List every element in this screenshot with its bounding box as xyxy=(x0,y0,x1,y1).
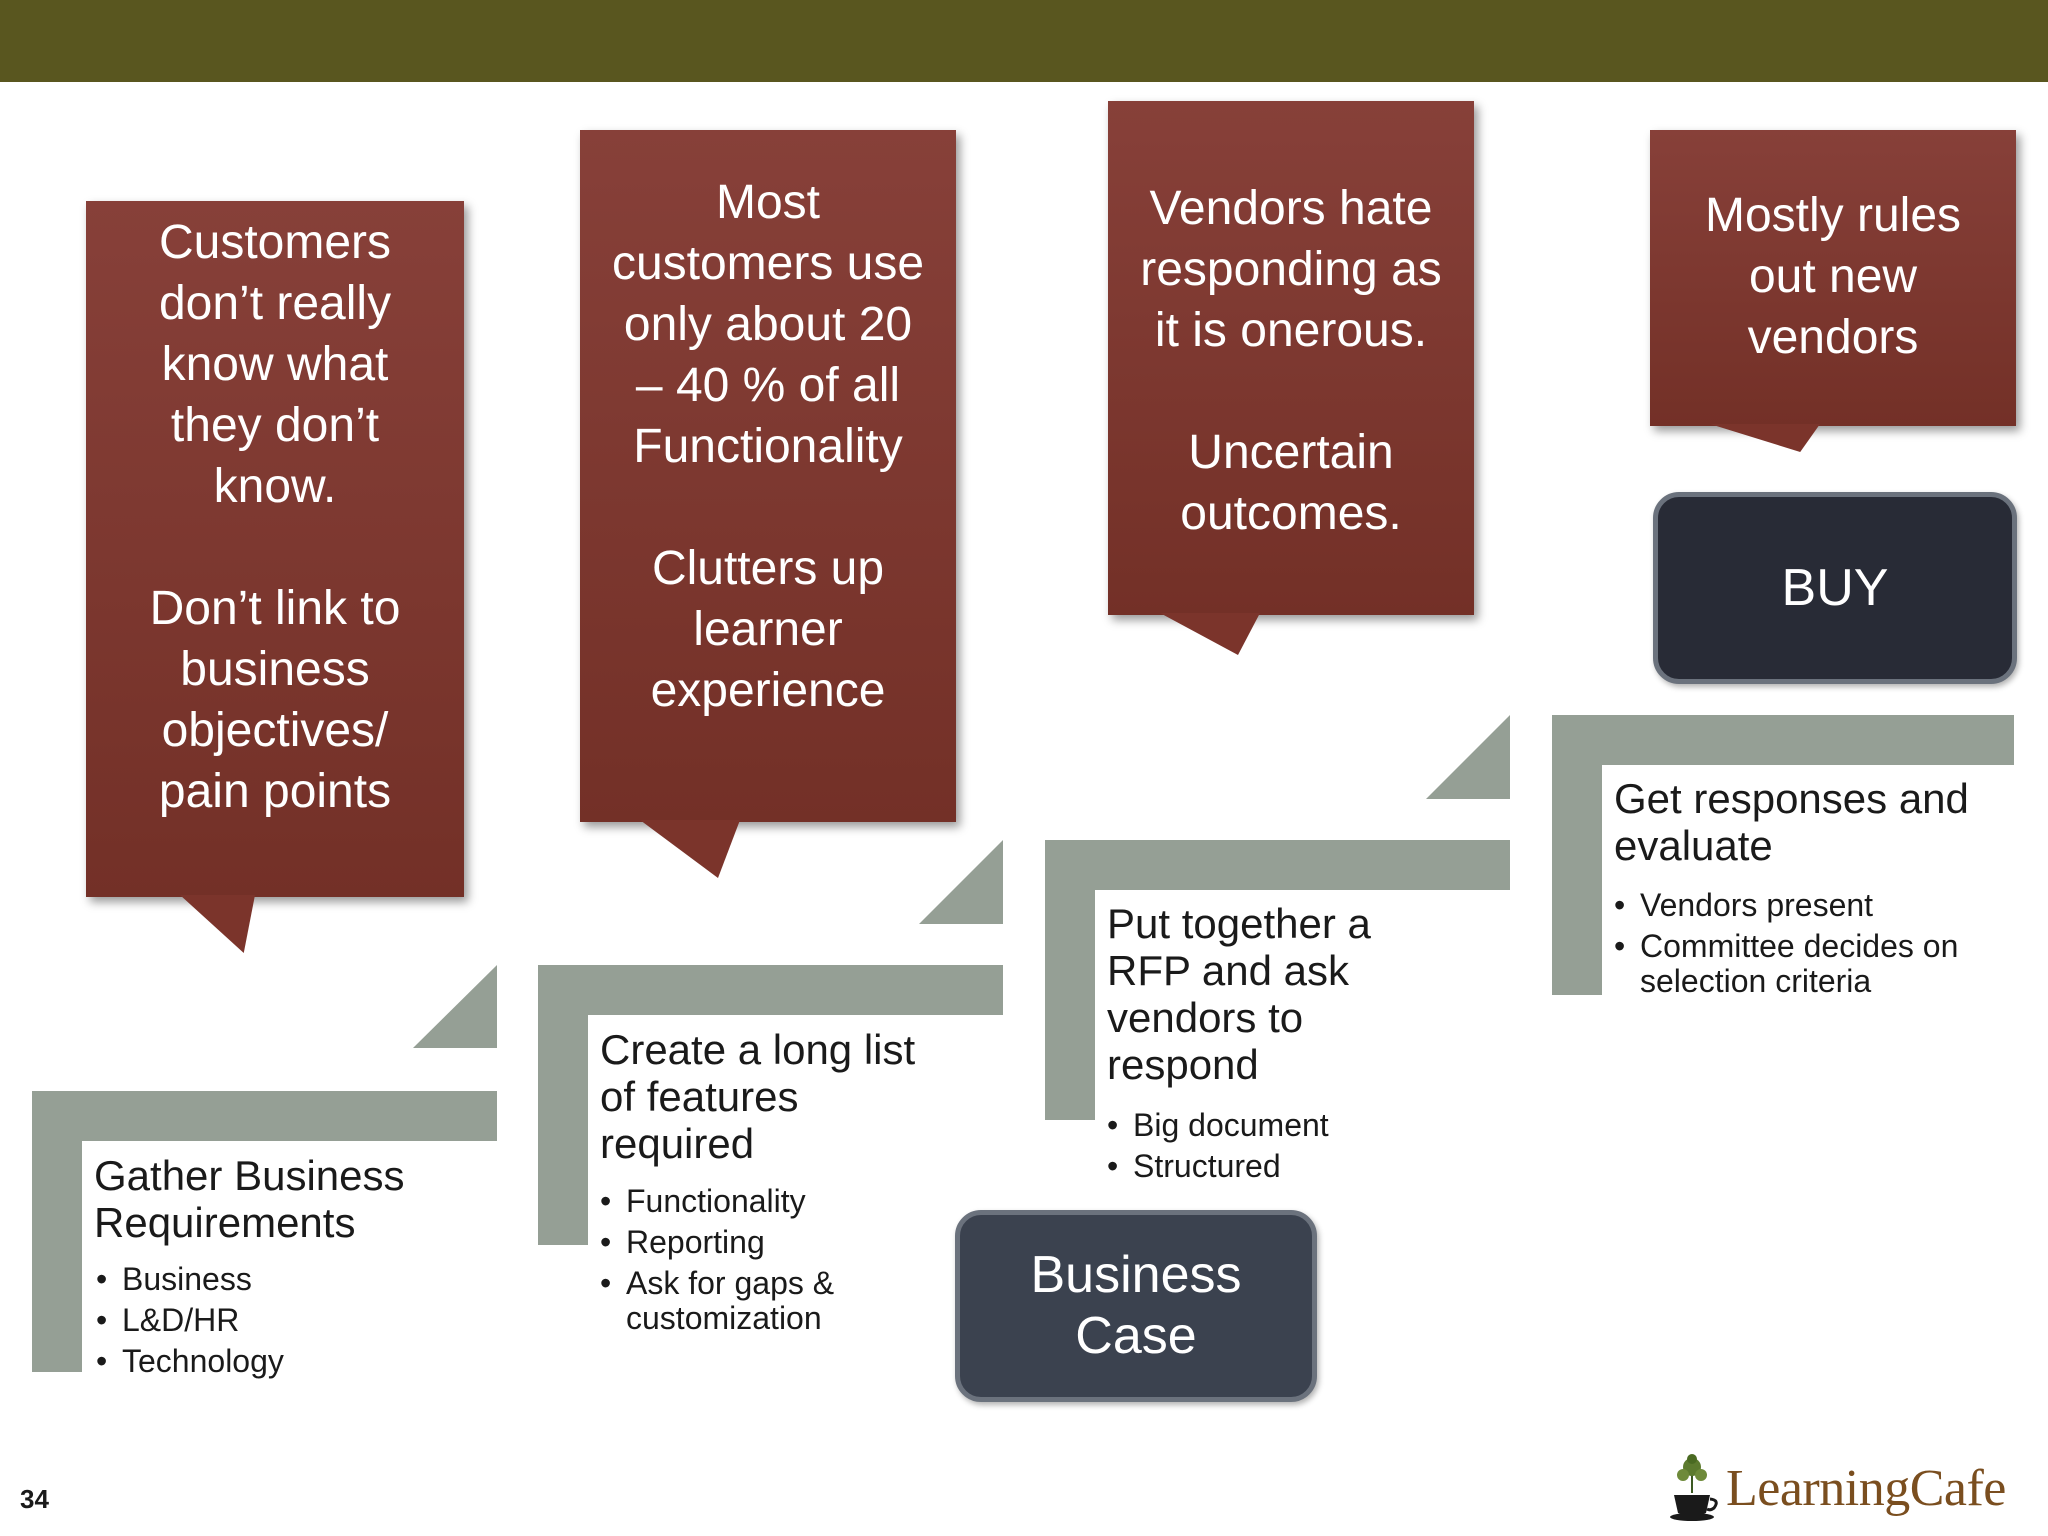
step-stem xyxy=(32,1141,82,1372)
step-arrow xyxy=(413,965,497,1048)
bullet-item: L&D/HR xyxy=(96,1303,284,1339)
step-stem xyxy=(538,1015,588,1245)
bullet-item: Committee decides on selection criteria xyxy=(1614,929,1958,999)
step-stem xyxy=(1045,890,1095,1120)
callout-tail xyxy=(180,895,255,953)
step-arrow xyxy=(919,840,1003,924)
step-title-rfp: Put together a RFP and ask vendors to re… xyxy=(1107,900,1371,1088)
bullet-item: Vendors present xyxy=(1614,888,1958,924)
step-stem xyxy=(1552,765,1602,995)
step-bar xyxy=(538,965,1003,1015)
callout-text: Customers don’t really know what they do… xyxy=(149,216,401,818)
step-bar xyxy=(32,1091,497,1141)
callout-rfp: Vendors hate responding as it is onerous… xyxy=(1108,101,1474,615)
callout-text: Vendors hate responding as it is onerous… xyxy=(1140,182,1442,540)
callout-text: Mostly rules out new vendors xyxy=(1704,189,1962,364)
coffee-cup-icon xyxy=(1670,1454,1718,1521)
bullet-item: Functionality xyxy=(600,1184,834,1220)
page-number: 34 xyxy=(20,1484,49,1514)
step-bullets: Business L&D/HR Technology xyxy=(96,1262,284,1385)
logo-text: LearningCafe xyxy=(1726,1459,2006,1517)
step-bullets: Vendors present Committee decides on sel… xyxy=(1614,888,1958,1005)
bullet-item: Structured xyxy=(1107,1149,1329,1185)
bullet-item: Ask for gaps & customization xyxy=(600,1266,834,1336)
bullet-item: Technology xyxy=(96,1344,284,1380)
step-title-feature-list: Create a long list of features required xyxy=(600,1026,916,1167)
learningcafe-logo: LearningCafe xyxy=(1668,1452,2038,1524)
step-bar xyxy=(1552,715,2014,765)
step-bullets: Big document Structured xyxy=(1107,1108,1329,1190)
step-arrow xyxy=(1426,715,1510,799)
callout-features: Most customers use only about 20 – 40 % … xyxy=(580,130,956,822)
callout-tail xyxy=(1160,613,1260,655)
callout-tail xyxy=(1710,424,1820,452)
callout-evaluate: Mostly rules out new vendors xyxy=(1650,130,2016,426)
business-case-box: Business Case xyxy=(955,1210,1317,1402)
step-title-gather-requirements: Gather Business Requirements xyxy=(94,1152,405,1246)
bullet-item: Big document xyxy=(1107,1108,1329,1144)
step-title-evaluate: Get responses and evaluate xyxy=(1614,775,1969,869)
callout-text: Most customers use only about 20 – 40 % … xyxy=(611,176,925,717)
callout-requirements: Customers don’t really know what they do… xyxy=(86,201,464,897)
bullet-item: Reporting xyxy=(600,1225,834,1261)
header-bar xyxy=(0,0,2048,82)
step-bullets: Functionality Reporting Ask for gaps & c… xyxy=(600,1184,834,1342)
callout-tail xyxy=(640,820,740,878)
step-bar xyxy=(1045,840,1510,890)
buy-box: BUY xyxy=(1653,492,2017,684)
bullet-item: Business xyxy=(96,1262,284,1298)
